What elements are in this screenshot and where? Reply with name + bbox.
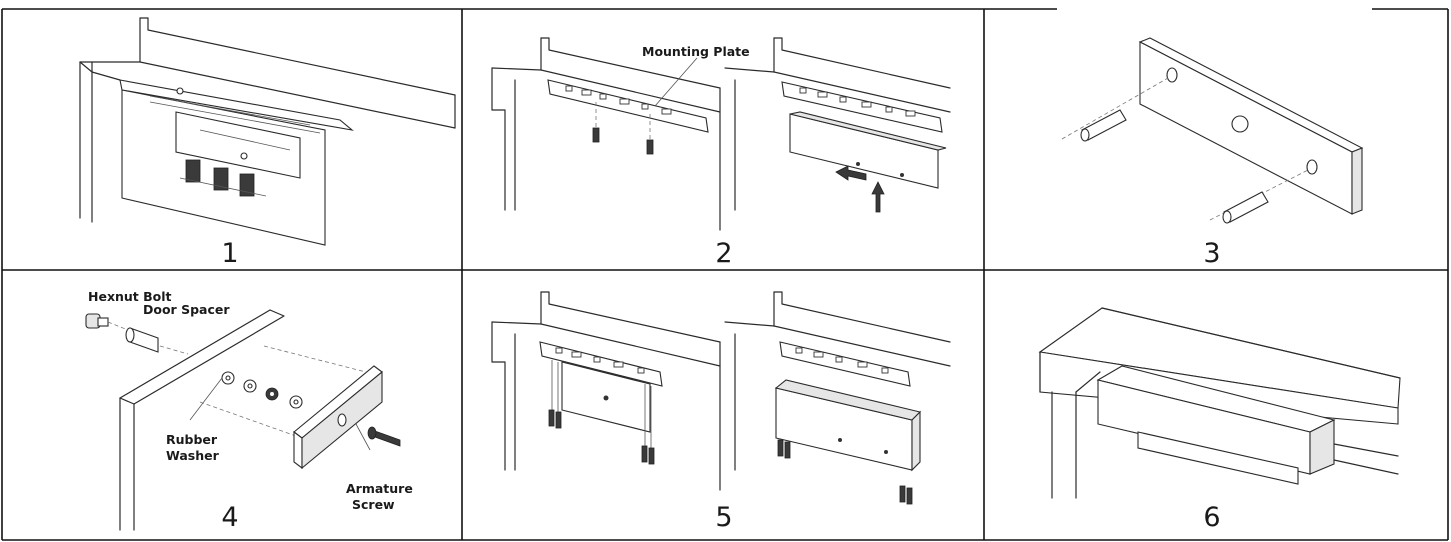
panel-4-armature-assembly-illustration: [85, 309, 401, 531]
callout-screw: Screw: [352, 497, 395, 512]
callout-hexnut-bolt: Hexnut Bolt: [88, 289, 172, 304]
step-number-6: 6: [1203, 502, 1220, 533]
callout-rubber: Rubber: [166, 432, 218, 447]
panel-5-fastening-illustration: [491, 291, 951, 505]
step-number-5: 5: [715, 502, 732, 533]
step-number-4: 4: [221, 502, 238, 533]
panel-grid: [1, 8, 1449, 541]
step-number-1: 1: [221, 238, 238, 269]
callout-washer: Washer: [166, 448, 220, 463]
callout-mounting-plate: Mounting Plate: [642, 44, 750, 59]
panel-1-template-illustration: [79, 17, 456, 246]
step-number-3: 3: [1203, 238, 1220, 269]
panel-6-installed-lock-illustration: [1038, 307, 1401, 499]
callout-armature: Armature: [346, 481, 413, 496]
step-number-2: 2: [715, 238, 732, 269]
panel-3-armature-plate-illustration: [1061, 37, 1364, 224]
callout-door-spacer: Door Spacer: [143, 302, 230, 317]
panel-2-mounting-plate-illustration: [491, 37, 951, 231]
